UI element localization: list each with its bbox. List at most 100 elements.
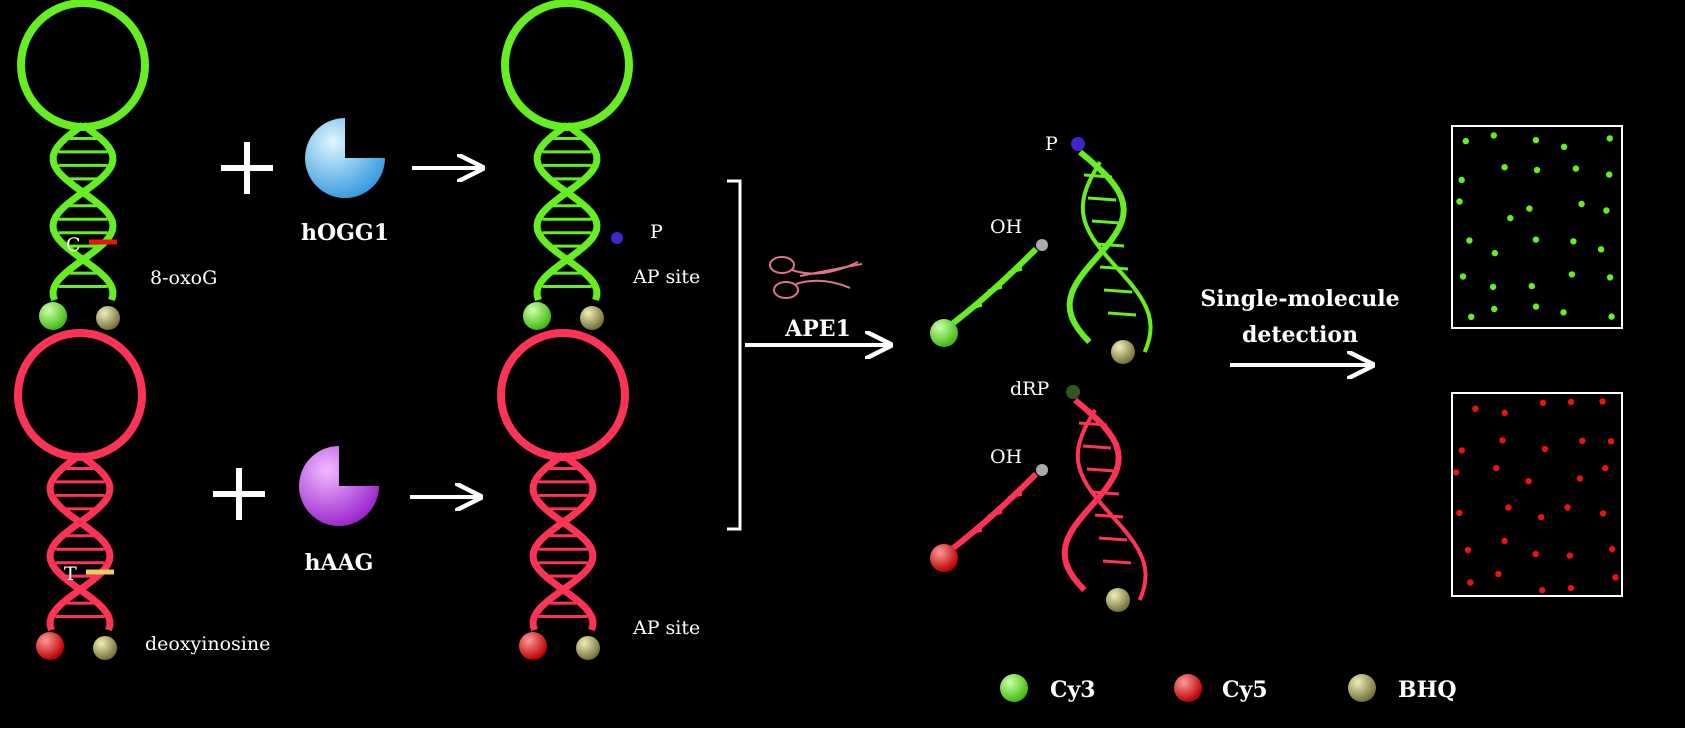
fluorescent-spot	[1597, 246, 1605, 253]
fluorophore-icon	[36, 632, 64, 660]
fluorescent-spot	[1606, 171, 1613, 178]
fluorescent-spot	[1532, 550, 1539, 558]
fluorescent-spot	[1507, 214, 1514, 222]
helix-strand	[529, 452, 597, 631]
fluorescent-spot	[1532, 136, 1540, 144]
fluorescent-spot	[1525, 478, 1532, 485]
fluorescent-spot	[1491, 249, 1499, 257]
plus-icon	[221, 142, 273, 194]
cy3-single-molecule-spots	[1456, 132, 1615, 320]
fragment-rung	[1078, 421, 1108, 427]
fragment-rung	[1103, 288, 1133, 294]
helix-strand	[49, 122, 117, 301]
helix-strand	[533, 122, 601, 301]
intermediate-top-site-label: AP site	[632, 266, 700, 288]
fluorescent-spot	[1564, 504, 1571, 511]
probe-bottom-lesion-label: deoxyinosine	[145, 633, 270, 655]
fragment-rung	[1099, 265, 1129, 271]
probe-bottom-base-label: T	[64, 563, 77, 585]
product-top-p-label: P	[1045, 133, 1058, 155]
helix-strand	[533, 122, 601, 301]
fluorescent-spot	[1606, 274, 1614, 281]
hairpin-intermediate-cy5-ap-site	[497, 329, 629, 660]
fluorescent-spot	[1467, 579, 1474, 586]
hairpin-probe-cy3-8oxog	[17, 0, 149, 330]
quencher-icon	[93, 636, 117, 660]
legend-cy5-swatch	[1174, 674, 1202, 702]
fluorescent-spot	[1541, 445, 1549, 453]
fluorescent-spot	[1532, 303, 1540, 310]
haag-label: hAAG	[305, 550, 374, 576]
fluorescent-spot	[1493, 464, 1500, 472]
end-group-icon	[1066, 385, 1080, 399]
fragment-rung	[1082, 444, 1112, 450]
legend-cy5-label: Cy5	[1222, 677, 1268, 703]
fluorescent-spot	[1489, 283, 1497, 291]
fluorescent-spot	[1607, 438, 1615, 445]
fluorescent-spot	[1464, 546, 1472, 554]
fluorescent-spot	[1606, 135, 1614, 142]
fluorescent-spot	[1501, 164, 1508, 171]
fluorescent-spot	[1560, 309, 1567, 316]
fluorescent-spot	[1538, 514, 1545, 521]
long-fragment-strand	[1061, 397, 1122, 593]
fluorescent-spot	[1462, 137, 1470, 145]
scissors-icon	[769, 256, 863, 299]
fluorescent-spot	[1491, 305, 1498, 313]
fragment-rung	[987, 510, 1003, 518]
fragment-rung	[1007, 267, 1023, 275]
fluorescent-spot	[1528, 282, 1536, 290]
legend-cy3-label: Cy3	[1050, 677, 1096, 703]
long-fragment-strand	[1075, 408, 1148, 601]
hairpin-intermediate-cy3-ap-site	[501, 0, 633, 330]
hydroxyl-end-icon	[1036, 464, 1048, 476]
fluorescent-spot	[1468, 313, 1475, 320]
fluorescent-spot	[1567, 398, 1575, 406]
fragment-rung	[1102, 559, 1132, 565]
hogg1-enzyme-icon	[305, 118, 385, 198]
fluorescent-spot	[1472, 405, 1479, 412]
helix-strand	[529, 452, 597, 631]
legend-bhq-label: BHQ	[1398, 677, 1457, 703]
end-group-icon	[1071, 137, 1085, 151]
fluorescent-spot	[1505, 504, 1512, 511]
fragment-rung	[1090, 490, 1120, 496]
fluorescent-spot	[1578, 200, 1585, 208]
fragment-rung	[1094, 513, 1124, 519]
fluorescent-spot	[1572, 165, 1580, 172]
product-top-oh-label: OH	[990, 216, 1022, 238]
product-bottom-drp-label: dRP	[1010, 378, 1049, 400]
fluorescent-spot	[1612, 574, 1619, 581]
fragment-rung	[1086, 467, 1116, 473]
fluorescent-spot	[1609, 545, 1616, 553]
probe-top-base-label: C	[66, 234, 81, 256]
fluorophore-icon	[930, 319, 958, 347]
fluorescent-spot	[1490, 132, 1498, 139]
quencher-icon	[576, 636, 600, 660]
bracket	[727, 179, 742, 531]
fluorescent-spot	[1560, 143, 1568, 150]
hydroxyl-end-icon	[1036, 239, 1048, 251]
fluorescent-spot	[1608, 313, 1615, 320]
fragment-rung	[967, 528, 983, 536]
plus-icon	[213, 468, 265, 520]
cy5-single-molecule-spots	[1452, 398, 1619, 594]
fluorescent-spot	[1568, 271, 1576, 278]
quencher-icon	[96, 306, 120, 330]
fragment-rung	[1098, 536, 1128, 542]
fragment-rung	[1087, 196, 1117, 202]
fragment-rung	[987, 285, 1003, 293]
hogg1-label: hOGG1	[301, 220, 389, 246]
short-fragment	[946, 471, 1039, 555]
hairpin-probe-cy5-deoxyinosine	[14, 329, 146, 660]
fluorescent-spot	[1452, 469, 1460, 476]
quencher-icon	[1106, 588, 1130, 612]
fluorophore-icon	[523, 302, 551, 330]
fluorescent-spot	[1599, 398, 1606, 405]
fluorophore-icon	[519, 632, 547, 660]
ape1-label: APE1	[784, 316, 851, 342]
fluorescent-spot	[1566, 552, 1574, 559]
fluorescent-spot	[1501, 537, 1508, 545]
quencher-icon	[1111, 340, 1135, 364]
